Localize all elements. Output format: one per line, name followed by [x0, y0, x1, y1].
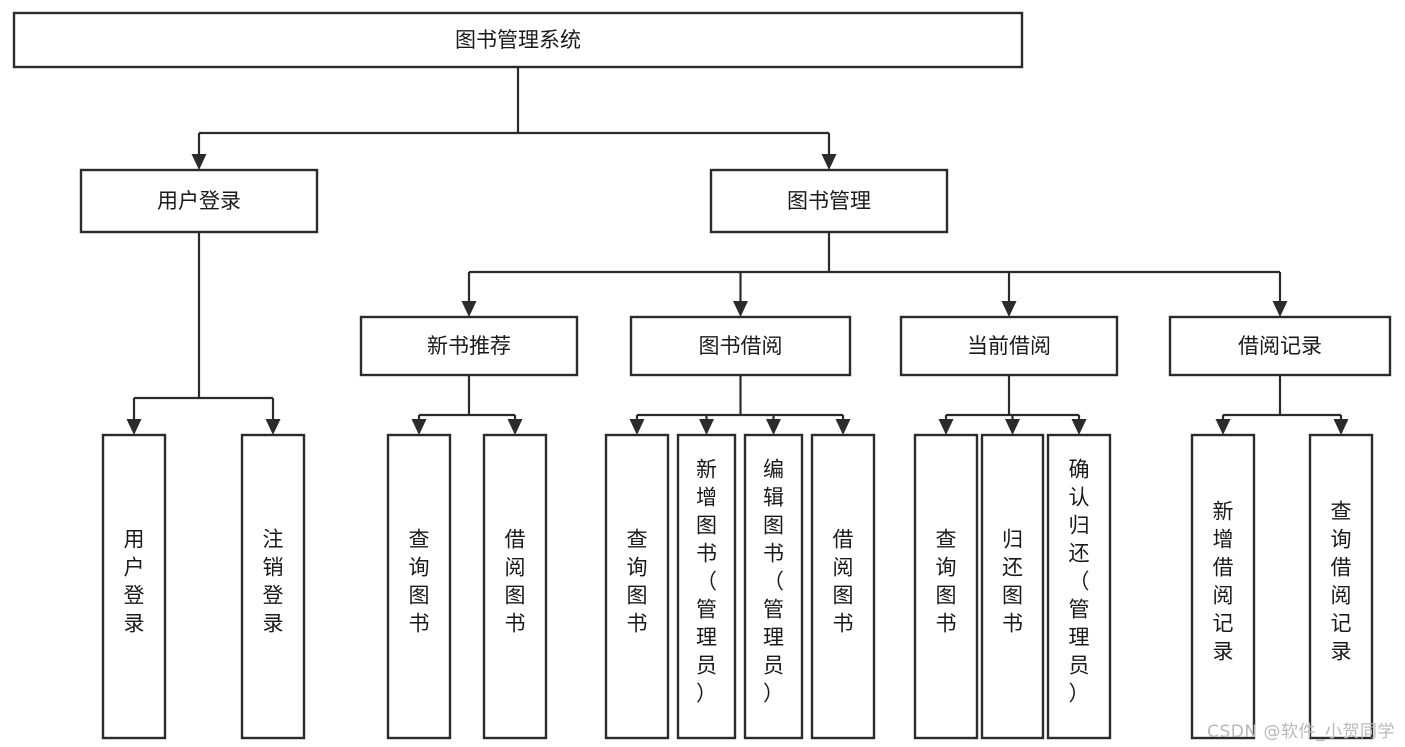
node-label: 用户登录	[157, 189, 241, 213]
node-box	[980, 433, 1045, 740]
node-label: 图书管理	[787, 189, 871, 213]
arrow-head-icon	[1001, 301, 1017, 317]
arrow-head-icon	[733, 301, 748, 317]
node-box	[1046, 433, 1112, 740]
node-leaf-query-book-2[interactable]: 查询图书	[604, 433, 670, 740]
arrow-head-icon	[1333, 419, 1349, 435]
arrow-head-icon	[1272, 301, 1288, 317]
arrow-head-icon	[411, 419, 427, 435]
node-leaf-logout[interactable]: 注销登录	[240, 433, 306, 740]
arrow-head-icon	[461, 301, 477, 317]
node-book-manage[interactable]: 图书管理	[709, 168, 949, 234]
csdn-watermark: CSDN @软件_小贺同学	[1207, 722, 1395, 742]
node-root[interactable]: 图书管理系统	[12, 11, 1024, 69]
node-box	[676, 433, 737, 740]
node-leaf-borrow-book-2[interactable]: 借阅图书	[810, 433, 876, 740]
node-box	[629, 315, 852, 377]
node-leaf-query-record[interactable]: 查询借阅记录	[1308, 433, 1374, 740]
node-leaf-add-book[interactable]: 新增图书（管理员）	[676, 433, 737, 740]
node-leaf-confirm-return[interactable]: 确认归还（管理员）	[1046, 433, 1112, 740]
node-book-borrow[interactable]: 图书借阅	[629, 315, 852, 377]
node-label: 图书借阅	[699, 334, 783, 358]
node-label: 查询图书	[936, 528, 957, 636]
node-current-borrow[interactable]: 当前借阅	[899, 315, 1119, 377]
node-box	[899, 315, 1119, 377]
arrow-head-icon	[1005, 419, 1020, 435]
node-label: 查询图书	[627, 528, 648, 636]
node-label: 编辑图书（管理员）	[763, 458, 784, 706]
node-box	[359, 315, 579, 377]
node-label: 用户登录	[124, 528, 145, 636]
arrow-head-icon	[835, 419, 851, 435]
connector-layer	[126, 67, 1349, 435]
arrow-head-icon	[699, 419, 714, 435]
node-label: 新增图书（管理员）	[696, 458, 717, 706]
arrow-head-icon	[191, 154, 207, 170]
arrow-head-icon	[766, 419, 781, 435]
node-label: 新书推荐	[427, 334, 511, 358]
arrow-head-icon	[126, 419, 142, 435]
node-label: 确认归还（管理员）	[1069, 458, 1090, 706]
node-box	[604, 433, 670, 740]
node-box	[743, 433, 804, 740]
node-box	[482, 433, 548, 740]
node-leaf-query-book-1[interactable]: 查询图书	[386, 433, 452, 740]
node-box	[101, 433, 167, 740]
node-box	[79, 168, 319, 234]
node-label: 借阅记录	[1238, 334, 1322, 358]
node-box	[709, 168, 949, 234]
node-layer: 图书管理系统用户登录图书管理新书推荐图书借阅当前借阅借阅记录用户登录注销登录查询…	[12, 11, 1392, 740]
node-leaf-add-record[interactable]: 新增借阅记录	[1190, 433, 1256, 740]
node-label: 当前借阅	[967, 334, 1051, 358]
arrow-head-icon	[507, 419, 523, 435]
node-box	[1308, 433, 1374, 740]
node-box	[240, 433, 306, 740]
arrow-head-icon	[629, 419, 645, 435]
node-leaf-query-book-3[interactable]: 查询图书	[913, 433, 979, 740]
node-box	[1168, 315, 1392, 377]
node-label: 图书管理系统	[455, 28, 581, 52]
node-label: 借阅图书	[505, 528, 526, 636]
node-leaf-return-book[interactable]: 归还图书	[980, 433, 1045, 740]
node-box	[913, 433, 979, 740]
arrow-head-icon	[938, 419, 954, 435]
node-label: 归还图书	[1002, 528, 1023, 636]
arrow-head-icon	[1215, 419, 1231, 435]
node-leaf-edit-book[interactable]: 编辑图书（管理员）	[743, 433, 804, 740]
node-leaf-user-login[interactable]: 用户登录	[101, 433, 167, 740]
node-box	[1190, 433, 1256, 740]
node-user-login[interactable]: 用户登录	[79, 168, 319, 234]
node-label: 借阅图书	[833, 528, 854, 636]
arrow-head-icon	[265, 419, 281, 435]
arrow-head-icon	[821, 154, 837, 170]
node-box	[386, 433, 452, 740]
node-label: 注销登录	[263, 528, 284, 636]
node-box	[810, 433, 876, 740]
node-box	[12, 11, 1024, 69]
node-label: 查询图书	[409, 528, 430, 636]
node-label: 查询借阅记录	[1331, 500, 1352, 664]
node-new-book-recommend[interactable]: 新书推荐	[359, 315, 579, 377]
node-borrow-record[interactable]: 借阅记录	[1168, 315, 1392, 377]
arrow-head-icon	[1071, 419, 1087, 435]
node-label: 新增借阅记录	[1213, 500, 1234, 664]
node-leaf-borrow-book-1[interactable]: 借阅图书	[482, 433, 548, 740]
